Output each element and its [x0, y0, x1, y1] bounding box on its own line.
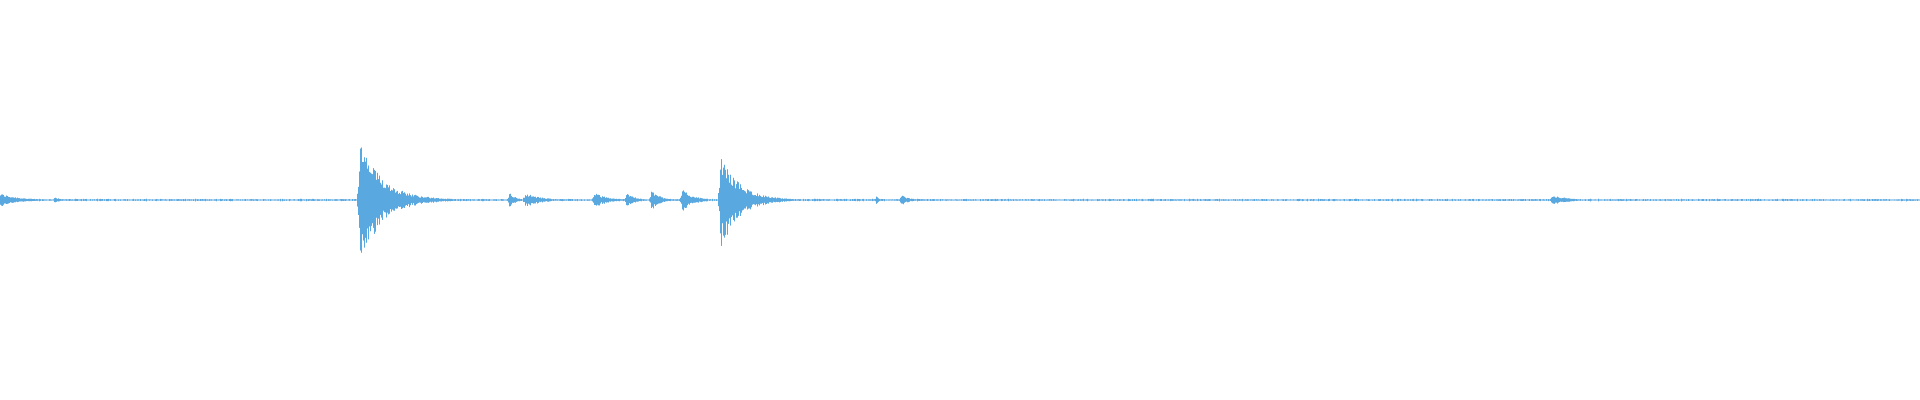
waveform-trace: [0, 147, 1920, 253]
